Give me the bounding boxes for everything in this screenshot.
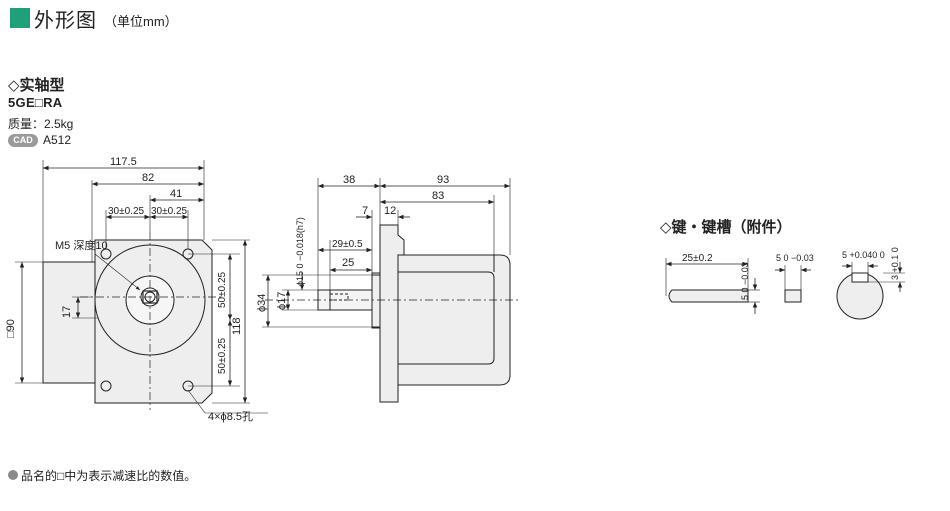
- side-view: [262, 178, 520, 403]
- front-view: [15, 160, 268, 414]
- dim-phi17: ϕ17: [276, 292, 288, 310]
- dim-41: 41: [170, 188, 182, 200]
- dim-7: 7: [362, 205, 368, 217]
- model-code: 5GE□RA: [8, 95, 63, 110]
- dim-117-5: 117.5: [110, 156, 137, 168]
- footnote: 品名的□中为表示减速比的数值。: [21, 469, 197, 483]
- side-view-labels: 38 93 83 7 12 29±0.5 25 ϕ15 0 −0.018(h7)…: [256, 174, 449, 312]
- dim-17: 17: [61, 306, 73, 318]
- dim-30-right: 30±0.25: [151, 206, 188, 217]
- dim-50-lower: 50±0.25: [217, 337, 228, 374]
- dim-key-length: 25±0.2: [682, 253, 713, 264]
- dim-83: 83: [432, 190, 444, 202]
- front-view-labels: 117.5 82 41 30±0.25 30±0.25 M5 深度10 □90 …: [5, 156, 253, 423]
- dim-key-width: 5 0 −0.03: [776, 253, 814, 263]
- thread-label: M5 深度10: [55, 238, 108, 252]
- title-accent-square: [10, 8, 30, 28]
- dim-50-upper: 50±0.25: [217, 271, 228, 308]
- dim-shaft-dia: ϕ15 0 −0.018(h7): [295, 217, 305, 286]
- dim-key-height: 5 0 −0.03: [740, 262, 750, 300]
- bullet-icon: [8, 470, 18, 480]
- dim-118: 118: [231, 317, 243, 335]
- dim-slot-depth: 3 +0.1 0: [890, 247, 900, 280]
- section-title: ◇实轴型: [8, 77, 65, 94]
- key-section-title: ◇键・键槽（附件）: [660, 218, 792, 236]
- dim-slot-width: 5 +0.040 0: [842, 250, 885, 260]
- dim-29: 29±0.5: [332, 239, 363, 250]
- dim-38: 38: [343, 174, 355, 186]
- mass-text: 质量：2.5kg: [8, 117, 74, 131]
- dim-phi34: ϕ34: [256, 294, 268, 312]
- dim-30-left: 30±0.25: [108, 206, 145, 217]
- holes-label: 4×ϕ8.5孔: [208, 410, 253, 423]
- unit-label: （单位mm）: [104, 14, 178, 29]
- key-labels: ◇键・键槽（附件） 25±0.2 5 0 −0.03 5 0 −0.03 5 +…: [660, 218, 900, 300]
- dim-93: 93: [437, 174, 449, 186]
- page-title: 外形图: [34, 10, 97, 32]
- key-drawings: [665, 258, 905, 320]
- dim-25: 25: [342, 257, 354, 269]
- dim-square-90: □90: [5, 319, 17, 338]
- dim-12: 12: [384, 205, 396, 217]
- cad-badge[interactable]: CAD: [8, 134, 38, 147]
- dim-82: 82: [142, 172, 154, 184]
- cad-id-link[interactable]: A512: [43, 133, 72, 147]
